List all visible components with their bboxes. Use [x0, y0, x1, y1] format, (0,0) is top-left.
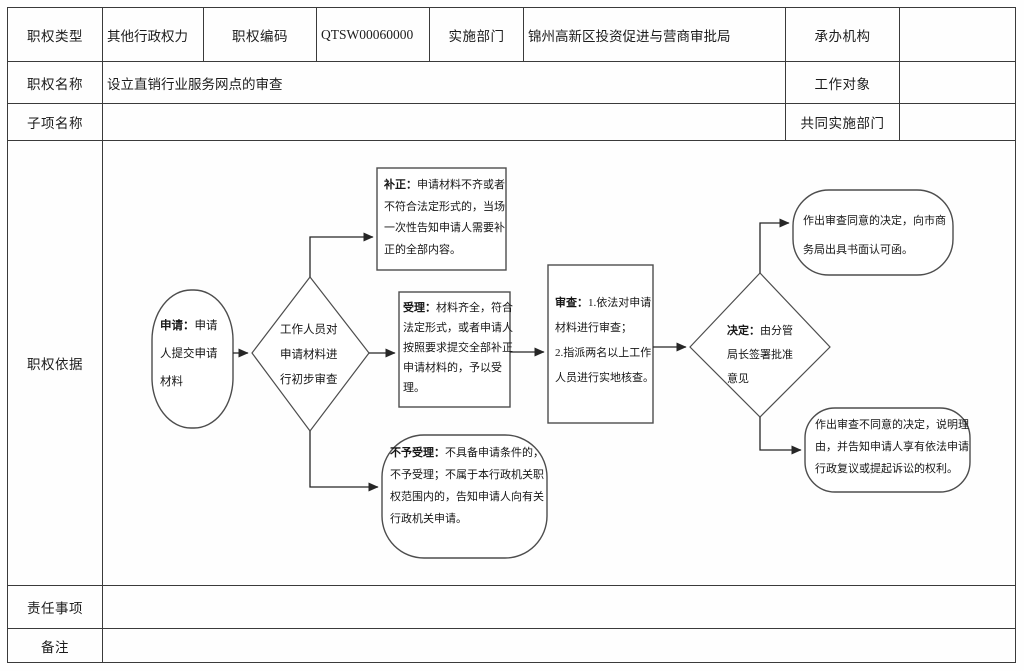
row-authority-basis: 职权依据	[7, 140, 1016, 586]
subitem-name-label: 子项名称	[7, 103, 103, 141]
accept-keyword: 受理：	[403, 302, 436, 314]
subitem-name-value-empty	[102, 103, 786, 141]
work-target-value-empty	[899, 61, 1016, 104]
reject-rounded-box	[381, 434, 548, 559]
reject-node-text: 不予受理：不具备申请条件的，不予受理；不属于本行政机关职权范围内的，告知申请人向…	[390, 442, 546, 530]
approve-node-text: 作出审查同意的决定，向市商务局出具书面认可函。	[803, 207, 951, 265]
review-keyword: 审查：	[555, 297, 588, 309]
arrow-review-to-reject	[309, 431, 379, 492]
row-authority-type: 职权类型 其他行政权力 职权编码 QTSW00060000 实施部门 锦州高新区…	[7, 7, 1016, 62]
arrow-decision-to-approve	[759, 218, 790, 273]
remark-label: 备注	[7, 628, 103, 663]
implement-dept-label: 实施部门	[429, 7, 524, 62]
authority-basis-label: 职权依据	[7, 140, 103, 586]
approve-text: 作出审查同意的决定，向市商务局出具书面认可函。	[803, 215, 946, 256]
authority-code-value: QTSW00060000	[316, 7, 430, 62]
initial-review-text: 工作人员对申请材料进行初步审查	[280, 324, 338, 386]
review-item2-text: 2.指派两名以上工作人员进行实地核查。	[555, 347, 654, 384]
review-node-text: 审查：1.依法对申请材料进行审查； 2.指派两名以上工作人员进行实地核查。	[555, 291, 656, 391]
supplement-keyword: 补正：	[384, 179, 417, 191]
row-authority-name: 职权名称 设立直销行业服务网点的审查 工作对象	[7, 61, 1016, 104]
reject-keyword: 不予受理：	[390, 447, 445, 459]
accept-text: 材料齐全，符合法定形式，或者申请人按照要求提交全部补正申请材料的，予以受理。	[403, 302, 513, 394]
decision-node-text: 决定：由分管局长签署批准意见	[727, 319, 795, 391]
apply-node-text: 申请：申请人提交申请材料	[160, 312, 224, 396]
review-process-box	[547, 264, 654, 424]
joint-dept-value-empty	[899, 103, 1016, 141]
supplement-process-box	[376, 167, 507, 271]
supplement-node-text: 补正：申请材料不齐或者不符合法定形式的，当场一次性告知申请人需要补正的全部内容。	[384, 175, 508, 261]
disapprove-node-text: 作出审查不同意的决定，说明理由，并告知申请人享有依法申请行政复议或提起诉讼的权利…	[815, 414, 971, 480]
authority-name-label: 职权名称	[7, 61, 103, 104]
authority-type-value: 其他行政权力	[102, 7, 204, 62]
undertaking-agency-label: 承办机构	[785, 7, 900, 62]
authority-type-label: 职权类型	[7, 7, 103, 62]
duty-items-value-empty	[102, 585, 1016, 629]
arrow-decision-to-disapprove	[759, 417, 802, 455]
flowchart-shapes	[151, 167, 971, 559]
accept-node-text: 受理：材料齐全，符合法定形式，或者申请人按照要求提交全部补正申请材料的，予以受理…	[403, 298, 515, 398]
apply-text: 申请人提交申请材料	[160, 320, 218, 388]
arrow-review-to-supplement	[309, 232, 374, 277]
disapprove-terminator-shape	[804, 407, 971, 493]
row-duty-items: 责任事项	[7, 585, 1016, 629]
approve-terminator-shape	[792, 189, 954, 276]
decision-text: 由分管局长签署批准意见	[727, 325, 793, 385]
flowchart: 申请：申请人提交申请材料 工作人员对申请材料进行初步审查 补正：申请材料不齐或者…	[104, 142, 1015, 585]
disapprove-text: 作出审查不同意的决定，说明理由，并告知申请人享有依法申请行政复议或提起诉讼的权利…	[815, 419, 969, 475]
apply-terminator-shape	[151, 289, 234, 429]
reject-text: 不具备申请条件的，不予受理；不属于本行政机关职权范围内的，告知申请人向有关行政机…	[390, 447, 544, 525]
supplement-text: 申请材料不齐或者不符合法定形式的，当场一次性告知申请人需要补正的全部内容。	[384, 179, 505, 256]
review-item-1: 审查：1.依法对申请材料进行审查；	[555, 291, 656, 341]
authority-name-value: 设立直销行业服务网点的审查	[102, 61, 786, 104]
apply-keyword: 申请：	[160, 320, 195, 332]
joint-dept-label: 共同实施部门	[785, 103, 900, 141]
work-target-label: 工作对象	[785, 61, 900, 104]
decision-keyword: 决定：	[727, 325, 760, 337]
row-subitem-name: 子项名称 共同实施部门	[7, 103, 1016, 141]
flowchart-cell: 申请：申请人提交申请材料 工作人员对申请材料进行初步审查 补正：申请材料不齐或者…	[102, 140, 1016, 586]
review-item1-text: 1.依法对申请材料进行审查；	[555, 297, 652, 334]
authority-code-label: 职权编码	[203, 7, 317, 62]
decision-diamond	[689, 272, 831, 418]
form-table: 职权类型 其他行政权力 职权编码 QTSW00060000 实施部门 锦州高新区…	[7, 7, 1016, 663]
duty-items-label: 责任事项	[7, 585, 103, 629]
remark-value-empty	[102, 628, 1016, 663]
accept-process-box	[398, 291, 511, 408]
undertaking-agency-value-empty	[899, 7, 1016, 62]
initial-review-node-text: 工作人员对申请材料进行初步审查	[280, 318, 344, 393]
implement-dept-value: 锦州高新区投资促进与营商审批局	[523, 7, 786, 62]
row-remark: 备注	[7, 628, 1016, 663]
